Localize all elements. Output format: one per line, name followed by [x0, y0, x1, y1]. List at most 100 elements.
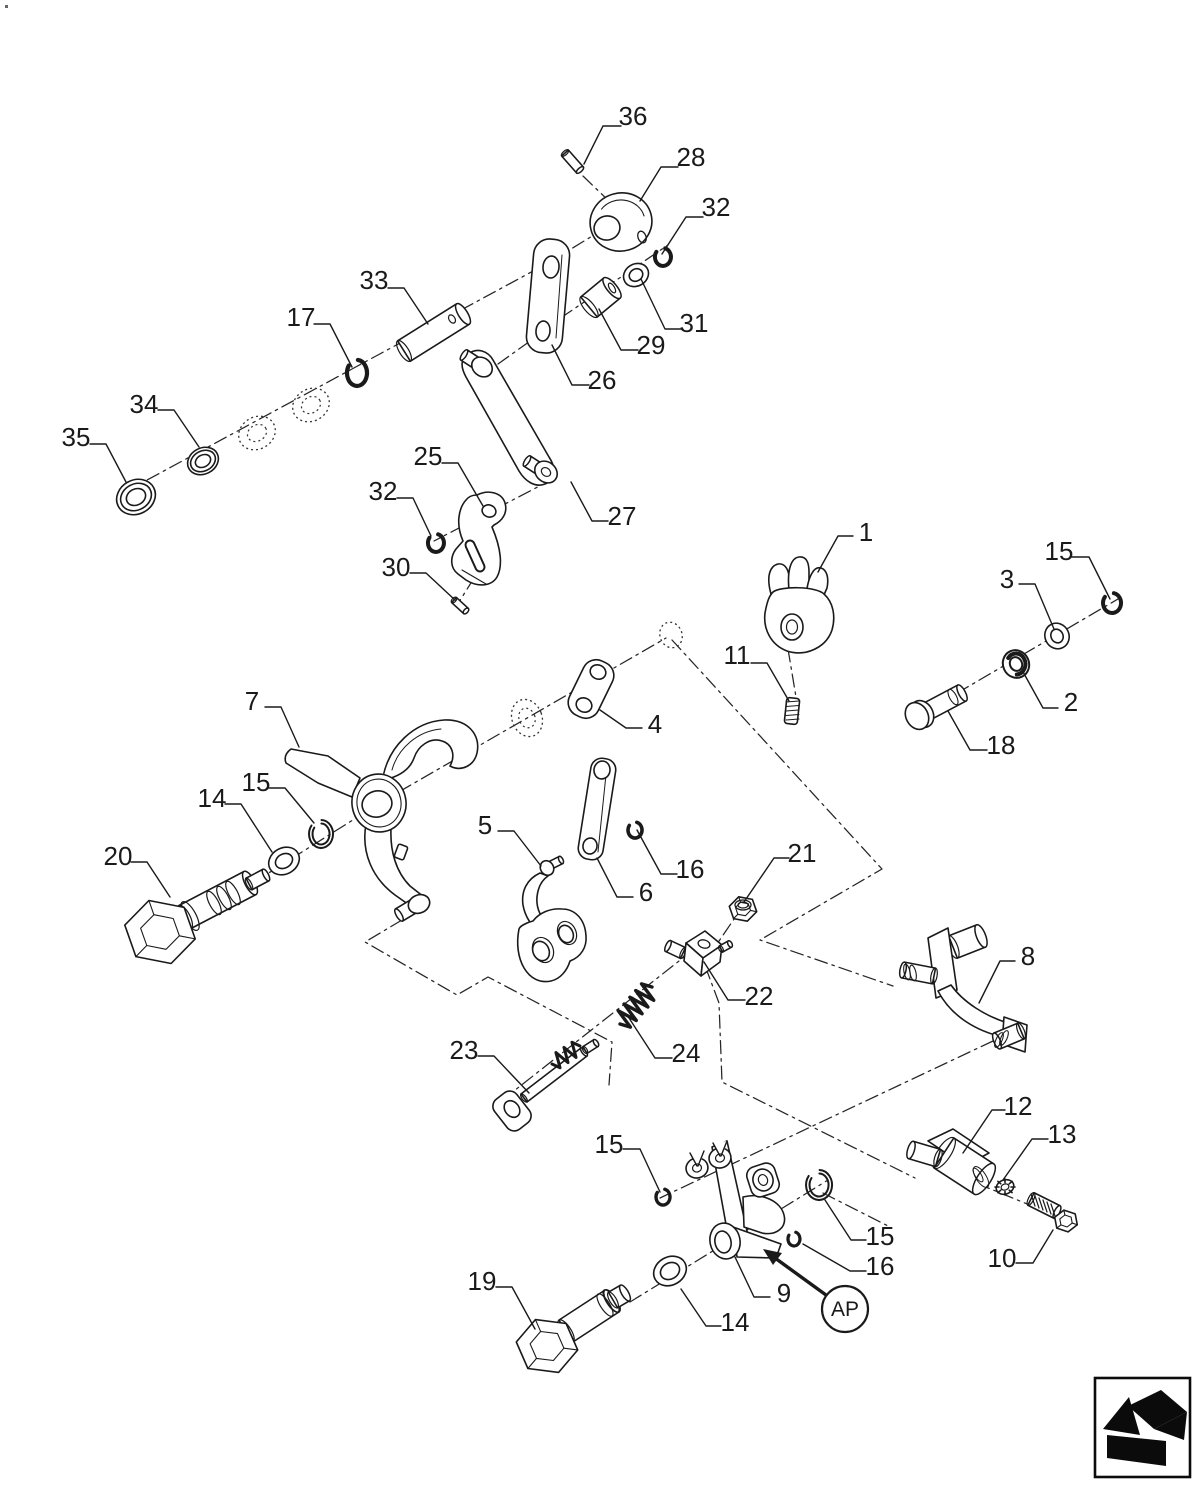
leader-line-20: [130, 861, 171, 898]
part-15-snap-ring-c: [1101, 591, 1124, 615]
callout-label-30: 30: [382, 552, 411, 582]
leader-line-10: [1015, 1229, 1054, 1264]
leader-line-21: [743, 857, 790, 903]
leader-line-5: [497, 830, 542, 867]
leader-line-30: [409, 572, 456, 601]
ap-arrow-head: [763, 1249, 782, 1265]
part-6-link: [577, 757, 617, 861]
leader-line-25: [441, 462, 484, 507]
callout-label-12: 12: [1004, 1091, 1033, 1121]
callout-label-33: 33: [360, 265, 389, 295]
part-15-snap-ring-d: [654, 1187, 672, 1207]
leader-line-1: [817, 535, 854, 573]
callout-label-18: 18: [987, 730, 1016, 760]
part-32-snap-ring-a: [652, 246, 673, 268]
callout-label-11: 11: [724, 640, 751, 670]
leader-line-6: [596, 857, 634, 898]
callout-label-20: 20: [104, 841, 133, 871]
part-18-clevis-pin: [904, 684, 968, 731]
leader-line-11: [750, 662, 790, 702]
callout-labels: 3628323129263317343525323027115321811715…: [62, 101, 1079, 1337]
leader-line-31: [640, 278, 682, 330]
leader-line-22: [703, 961, 746, 1001]
part-32-snap-ring-b: [425, 532, 446, 554]
corner-mark: [5, 5, 8, 8]
callout-label-16: 16: [676, 854, 705, 884]
leader-line-26: [551, 344, 590, 386]
leader-line-19: [495, 1286, 536, 1330]
leader-line-15: [622, 1148, 661, 1193]
callout-label-21: 21: [788, 838, 817, 868]
part-9-support-bracket: [685, 1140, 786, 1260]
part-4-link-plate: [567, 658, 615, 720]
leader-line-15: [268, 787, 315, 824]
callout-label-35: 35: [62, 422, 91, 452]
part-36-roll-pin: [560, 149, 585, 175]
leader-line-23: [477, 1055, 530, 1094]
callout-label-31: 31: [680, 308, 709, 338]
leader-line-27: [570, 481, 609, 522]
ap-label: AP: [831, 1298, 859, 1321]
callout-leaders: [89, 125, 1111, 1330]
callout-label-26: 26: [588, 365, 617, 395]
part-24-spring: [616, 982, 656, 1029]
part-21-nut: [728, 896, 758, 922]
part-10-bolt: [1026, 1191, 1079, 1233]
leader-line-9: [734, 1256, 771, 1298]
ap-arrow-shaft: [773, 1256, 828, 1297]
callout-label-32: 32: [369, 476, 398, 506]
part-31-washer: [622, 262, 650, 288]
leader-line-32: [396, 497, 432, 537]
leader-line-17: [313, 323, 353, 368]
part-16-o-ring-b: [786, 1230, 802, 1248]
page-turn-arrow-icon: [1093, 1376, 1192, 1479]
callout-label-7: 7: [245, 686, 259, 716]
callout-label-34: 34: [130, 389, 159, 419]
leader-line-8: [978, 960, 1016, 1004]
leader-line-7: [264, 706, 300, 748]
leader-line-24: [628, 1017, 673, 1059]
leader-line-32: [661, 216, 704, 255]
part-17-snap-ring: [344, 357, 370, 388]
parts-artwork: [115, 149, 1124, 1374]
leader-line-12: [962, 1109, 1006, 1154]
leader-line-13: [1002, 1138, 1049, 1181]
part-7-shift-fork: [284, 719, 479, 922]
part-13-lock-washer: [994, 1178, 1016, 1196]
leader-line-36: [583, 125, 622, 165]
leader-line-15: [824, 1199, 867, 1241]
callout-label-8: 8: [1021, 941, 1035, 971]
leader-line-33: [387, 287, 429, 325]
part-8-bell-crank: [898, 923, 1028, 1053]
part-22-trunnion: [663, 930, 734, 977]
callout-label-27: 27: [608, 501, 637, 531]
part-14-washer-a: [267, 846, 301, 876]
leader-line-34: [157, 409, 200, 448]
callout-label-29: 29: [637, 330, 666, 360]
leader-line-35: [89, 443, 127, 483]
callout-label-36: 36: [619, 101, 648, 131]
leader-line-15: [1071, 556, 1111, 600]
callout-label-19: 19: [468, 1266, 497, 1296]
part-33-pin-shaft: [395, 302, 472, 363]
callout-label-4: 4: [648, 709, 662, 739]
part-2-bushing: [1001, 649, 1031, 679]
callout-label-10: 10: [988, 1243, 1017, 1273]
part-34-seal-washer: [186, 446, 220, 476]
leader-line-14: [224, 803, 273, 853]
callout-label-14: 14: [721, 1307, 750, 1337]
part-15-snap-ring-b: [805, 1169, 834, 1201]
part-35-washer: [115, 478, 157, 516]
callout-label-14: 14: [198, 783, 227, 813]
leader-line-3: [1018, 583, 1055, 630]
part-15-snap-ring-a: [308, 819, 335, 849]
leader-line-28: [639, 166, 679, 202]
part-14-washer-b: [652, 1255, 688, 1287]
part-19-hex-bolt: [515, 1284, 632, 1374]
callout-label-1: 1: [859, 517, 873, 547]
callout-label-24: 24: [672, 1038, 701, 1068]
part-16-o-ring-a: [626, 820, 644, 840]
callout-label-15: 15: [242, 767, 271, 797]
part-26-link-plate: [525, 238, 571, 354]
callout-label-32: 32: [702, 192, 731, 222]
